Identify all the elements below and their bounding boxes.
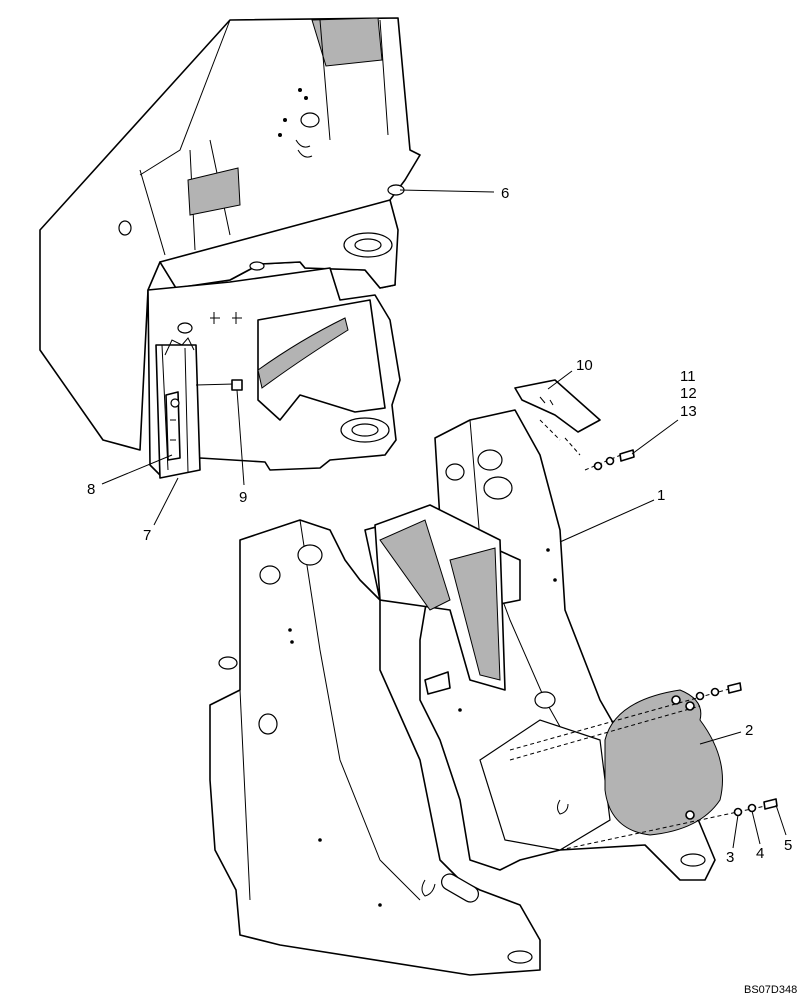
fastener-stack-upper [509,682,742,761]
loader-frame [209,409,716,976]
callout-3: 3 [726,849,734,866]
callout-5: 5 [784,837,792,854]
callout-8: 8 [87,481,95,498]
callout-13: 13 [680,403,697,420]
callout-12: 12 [680,385,697,402]
fastener-stack-lower [559,798,778,851]
callout-11: 11 [680,368,696,385]
callout-1: 1 [657,487,665,504]
bolt-washer-stack [584,449,635,471]
callout-9: 9 [239,489,247,506]
callout-4: 4 [756,845,764,862]
rear-frame [39,17,421,479]
callout-7: 7 [143,527,151,544]
drawing-reference-number: BS07D348 [744,984,797,996]
callout-6: 6 [501,185,509,202]
callouts: 6 10 11 12 13 1 2 3 4 5 8 7 9 BS07D348 [87,185,797,996]
callout-2: 2 [745,722,753,739]
guard-bracket [514,379,601,456]
callout-10: 10 [576,357,593,374]
cover-plate [604,689,723,836]
